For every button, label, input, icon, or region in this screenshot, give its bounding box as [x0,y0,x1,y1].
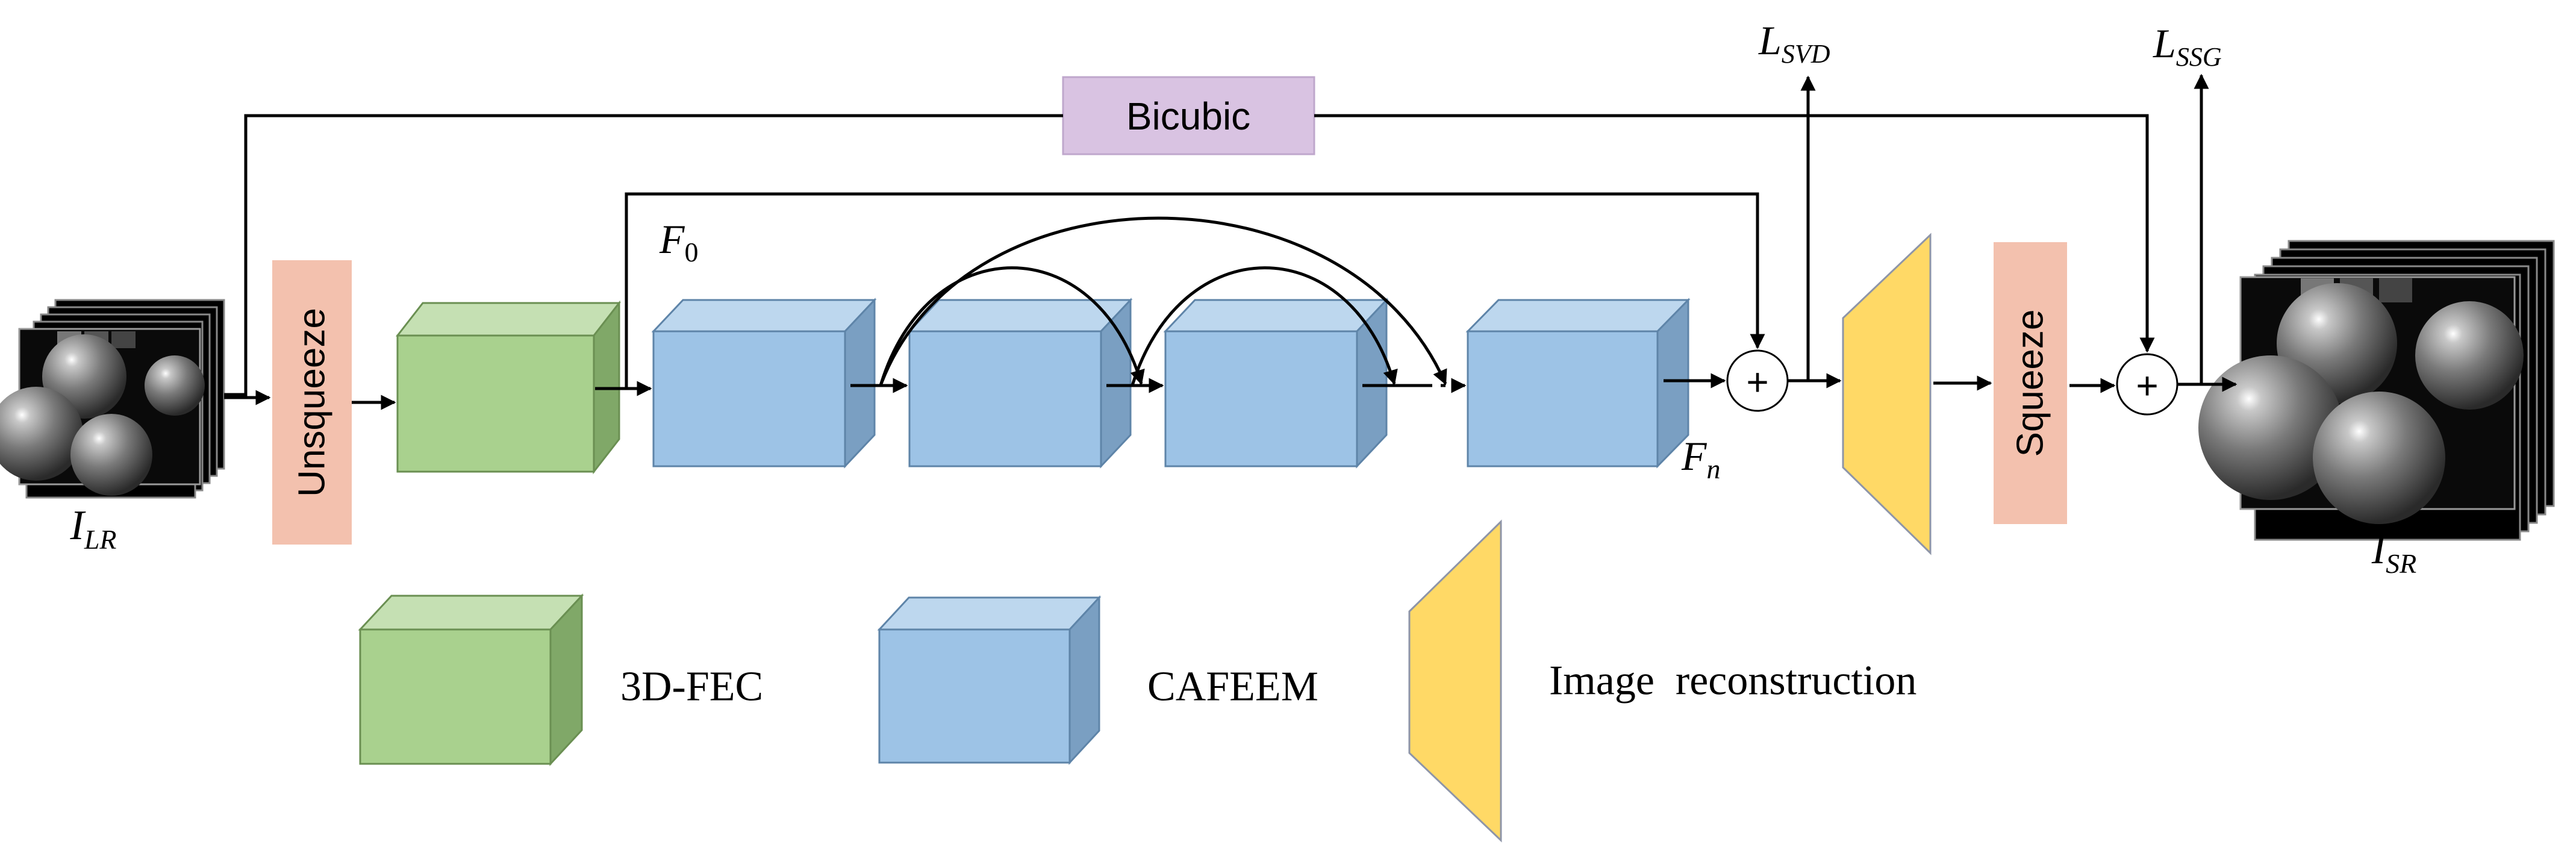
bicubic-label: Bicubic [1126,95,1250,138]
sum-node-1: + [1726,349,1789,412]
output-image-label: ISR [2371,526,2416,579]
output-image-stack [2198,240,2555,541]
legend-fec-label: 3D-FEC [620,664,763,710]
legend-cafeem-label: CAFEEM [1147,664,1318,710]
cafeem-cube-2 [907,298,1133,469]
fn-label: Fn [1681,433,1721,484]
image-reconstruction-block [1842,233,1932,555]
cafeem-cube-1 [651,298,877,469]
legend-cafeem-swatch [877,595,1102,765]
lssg-label: LSSG [2153,20,2222,72]
squeeze-label: Squeeze [2010,310,2051,457]
unsqueeze-label: Unsqueeze [292,308,333,497]
unsqueeze-block: Unsqueeze [272,260,352,545]
legend-recon-label: Image reconstruction [1549,658,1916,704]
bicubic-block: Bicubic [1062,76,1315,155]
input-image-label: ILR [70,502,117,555]
skip-connections [224,73,2209,396]
sum-node-1-symbol: + [1746,360,1768,404]
f0-label: F0 [659,216,699,267]
squeeze-block: Squeeze [1994,242,2067,524]
fec-cube [395,300,622,475]
input-image-stack [0,299,225,499]
cafeem-cube-3 [1163,298,1389,469]
legend: 3D-FEC CAFEEM Image reconstruction [358,519,1916,843]
sum-node-2-symbol: + [2136,364,2158,407]
sum-node-2: + [2116,353,2178,416]
lsvd-label: LSVD [1758,17,1830,69]
cafeem-cube-n [1465,298,1691,469]
legend-recon-swatch [1408,519,1502,843]
legend-fec-swatch [358,593,584,766]
flow-arrows [224,373,2238,410]
